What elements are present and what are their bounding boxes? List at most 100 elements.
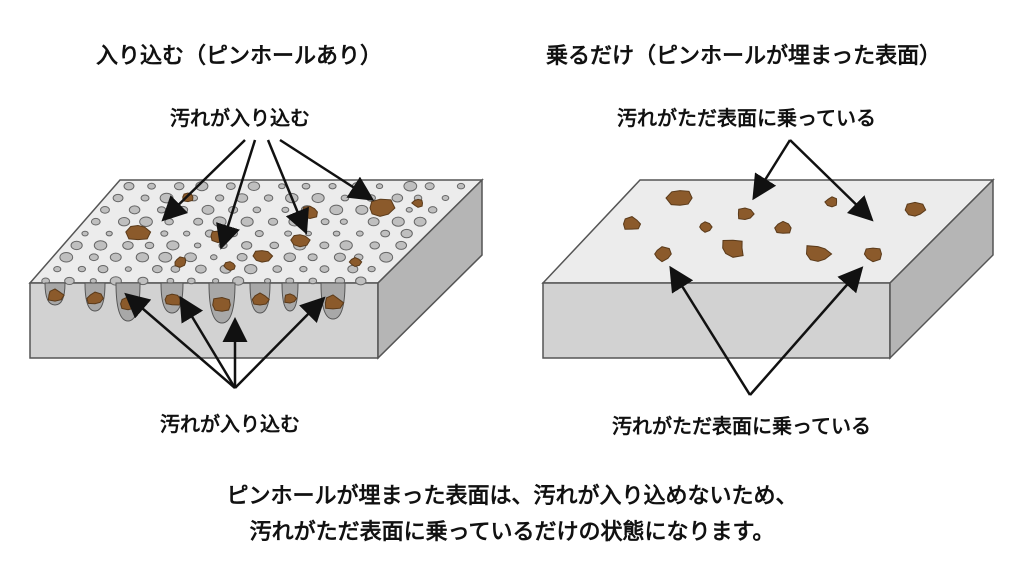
dirt-particle bbox=[411, 198, 424, 208]
pinhole bbox=[182, 230, 191, 237]
dirt-particle bbox=[348, 257, 363, 268]
pinhole bbox=[301, 182, 311, 190]
pinhole bbox=[355, 230, 364, 237]
pinhole bbox=[319, 265, 330, 273]
pinhole bbox=[193, 217, 204, 226]
dirt-particle bbox=[252, 250, 274, 263]
dirt-particle bbox=[863, 247, 883, 263]
pinhole bbox=[53, 265, 62, 273]
pinhole bbox=[236, 253, 248, 262]
pinhole bbox=[367, 265, 376, 273]
pinhole bbox=[123, 181, 135, 191]
pinhole bbox=[244, 263, 258, 275]
dirt-particle bbox=[125, 224, 152, 241]
pinhole bbox=[281, 206, 290, 213]
dirt-particle bbox=[654, 246, 672, 263]
pinhole bbox=[263, 194, 274, 202]
dirt-particle bbox=[722, 239, 744, 258]
pore-dirt bbox=[251, 292, 270, 306]
dirt-particle bbox=[737, 207, 755, 221]
pinhole bbox=[355, 276, 367, 286]
pinhole bbox=[184, 252, 197, 263]
pinhole bbox=[379, 251, 394, 263]
pinhole bbox=[332, 230, 341, 237]
pinholes bbox=[41, 180, 466, 286]
pinhole bbox=[97, 264, 109, 274]
pinhole bbox=[105, 230, 113, 237]
pinhole bbox=[413, 216, 427, 227]
pinhole bbox=[64, 276, 75, 286]
dirt-particle bbox=[824, 196, 838, 208]
pinhole bbox=[375, 183, 384, 190]
pinhole bbox=[139, 216, 153, 227]
pinhole bbox=[70, 240, 83, 251]
pinhole bbox=[307, 253, 318, 262]
pinhole bbox=[333, 252, 346, 262]
pinhole bbox=[214, 194, 225, 202]
left-block bbox=[28, 178, 484, 360]
pinhole bbox=[427, 206, 438, 214]
pinhole bbox=[254, 230, 264, 238]
caption-line-1: ピンホールが埋まった表面は、汚れが入り込めないため、 bbox=[226, 484, 798, 509]
pinhole bbox=[241, 241, 253, 250]
pinhole bbox=[124, 266, 132, 272]
left-dirt bbox=[125, 192, 424, 272]
pinhole bbox=[88, 253, 99, 262]
pinhole bbox=[284, 230, 293, 237]
dirt-particle bbox=[290, 234, 311, 248]
pore-dirt bbox=[164, 293, 182, 306]
pinhole bbox=[391, 193, 404, 203]
pore-dirt bbox=[47, 288, 65, 302]
pinhole bbox=[405, 207, 413, 213]
pinhole bbox=[147, 182, 156, 190]
pinhole bbox=[81, 230, 89, 237]
pinhole bbox=[144, 241, 155, 250]
right-dirt bbox=[622, 190, 927, 263]
pinhole bbox=[173, 182, 185, 191]
pinhole bbox=[193, 242, 202, 249]
pinhole bbox=[128, 205, 141, 215]
pinhole bbox=[441, 195, 450, 202]
pinhole bbox=[122, 240, 134, 250]
dirt-particle bbox=[904, 201, 927, 217]
pinhole bbox=[278, 183, 286, 190]
pinhole bbox=[225, 182, 236, 191]
pinhole bbox=[269, 241, 280, 250]
dirt-particle bbox=[665, 190, 693, 206]
pinhole bbox=[159, 192, 174, 204]
caption-line-2: 汚れがただ表面に乗っているだけの状態になります。 bbox=[249, 520, 775, 545]
pinhole bbox=[100, 206, 110, 214]
pinhole bbox=[158, 251, 173, 263]
dirt-particle bbox=[223, 261, 236, 272]
right-bottom-label: 汚れがただ表面に乗っている bbox=[612, 414, 871, 438]
dirt-particle bbox=[174, 256, 187, 268]
pinhole bbox=[156, 206, 167, 214]
pinhole bbox=[195, 264, 207, 274]
pinhole bbox=[201, 204, 215, 215]
pinhole bbox=[240, 216, 254, 227]
pinhole bbox=[152, 264, 163, 274]
pinhole bbox=[283, 252, 297, 263]
pinhole bbox=[93, 240, 108, 251]
pinhole bbox=[166, 240, 180, 251]
left-bottom-label: 汚れが入り込む bbox=[160, 412, 300, 436]
pinhole bbox=[109, 252, 122, 262]
pinhole bbox=[400, 228, 413, 239]
pinhole bbox=[299, 265, 308, 273]
pinhole bbox=[403, 180, 418, 192]
pinhole bbox=[187, 277, 196, 285]
dirt-particle bbox=[369, 198, 396, 217]
pinhole bbox=[77, 265, 86, 273]
pinhole bbox=[288, 216, 301, 227]
arrows bbox=[124, 138, 874, 396]
dirt-particle bbox=[699, 221, 713, 233]
pinhole bbox=[140, 194, 150, 202]
left-top-label: 汚れが入り込む bbox=[170, 106, 310, 130]
pinhole bbox=[319, 241, 330, 250]
left-title: 入り込む（ピンホールあり） bbox=[96, 44, 383, 69]
pinhole bbox=[210, 254, 218, 261]
pinhole bbox=[252, 206, 262, 214]
pinhole bbox=[177, 205, 189, 214]
pinhole bbox=[395, 240, 408, 250]
